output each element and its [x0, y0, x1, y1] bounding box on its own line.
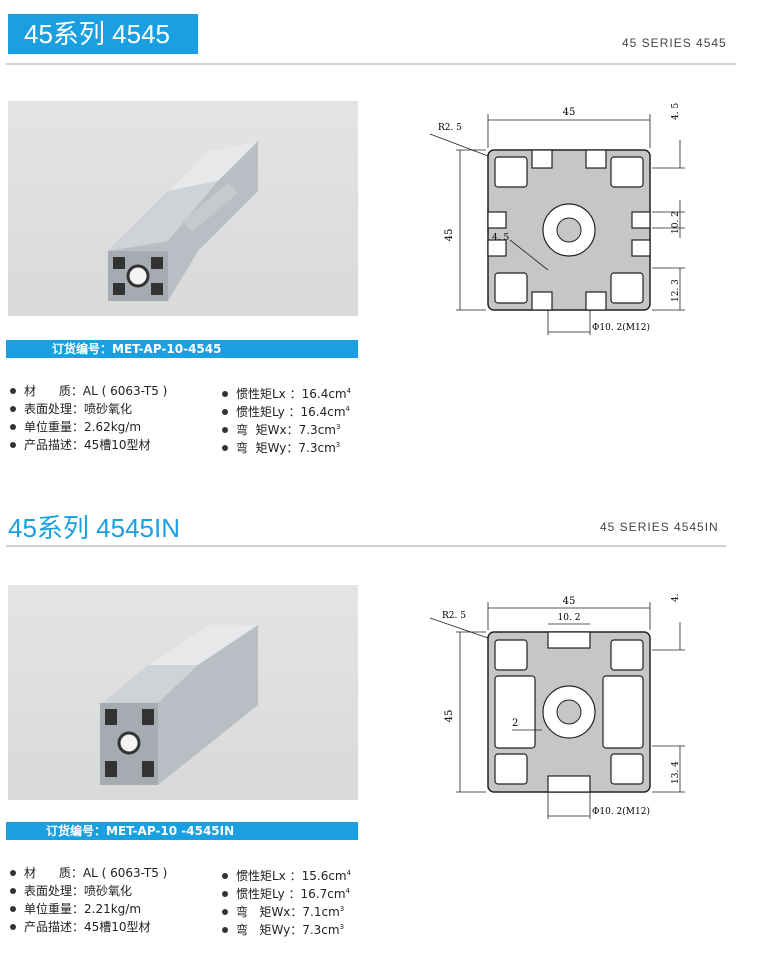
dim-height: 45 — [444, 229, 455, 242]
spec-wx: 弯 矩Wx：7.3cm3 — [222, 418, 340, 439]
section2-photo — [8, 585, 358, 800]
spec2-wx: 弯 矩Wx：7.1cm3 — [222, 900, 344, 921]
dim-slot: 10. 2 — [671, 211, 681, 234]
section2-rule — [6, 545, 726, 547]
dim2-radius: R2. 5 — [442, 611, 466, 621]
dim-inner: 4. 5 — [492, 233, 509, 243]
dim-bottom-right: 12. 3 — [671, 279, 681, 302]
dim2-hole: Φ10. 2(M12) — [592, 806, 650, 817]
dim2-inner: 2 — [512, 718, 518, 729]
dim2-width: 45 — [563, 596, 576, 607]
dim2-bottom-right: 13. 4 — [671, 761, 681, 784]
section2-series: 45 SERIES 4545IN — [600, 520, 719, 534]
spec2-surface: 表面处理：喷砂氧化 — [10, 882, 132, 900]
spec2-wy: 弯 矩Wy：7.3cm3 — [222, 918, 344, 939]
dim-radius: R2. 5 — [438, 123, 462, 133]
section1-title: 45系列 4545 — [8, 14, 198, 54]
spec-material: 材 质：AL ( 6063-T5 ) — [10, 382, 167, 400]
spec2-lx: 惯性矩Lx ：15.6cm4 — [222, 864, 351, 885]
section2-title: 45系列 4545IN — [8, 513, 180, 543]
section1-order-number: 订货编号：MET-AP-10-4545 — [6, 340, 358, 358]
spec-description: 产品描述：45槽10型材 — [10, 436, 151, 454]
section2-drawing: 45 10. 2 45 R2. 5 4. 5 2 13. 4 Φ10. 2(M1… — [429, 590, 685, 819]
profile-4545-image — [108, 141, 258, 301]
section1-photo — [8, 101, 358, 316]
spec-lx: 惯性矩Lx ：16.4cm4 — [222, 382, 351, 403]
spec-weight: 单位重量：2.62kg/m — [10, 418, 141, 436]
dim-hole: Φ10. 2(M12) — [592, 322, 650, 333]
section1-series: 45 SERIES 4545 — [622, 36, 727, 50]
dim2-slot: 10. 2 — [558, 613, 581, 623]
spec2-description: 产品描述：45槽10型材 — [10, 918, 151, 936]
section2-order-number: 订货编号：MET-AP-10 -4545IN — [6, 822, 358, 840]
dim2-top-right: 4. 5 — [671, 590, 681, 602]
dim2-height: 45 — [444, 710, 455, 723]
section1-drawing: 45 45 R2. 5 4. 5 10. 2 4. 5 12. 3 Φ10. 2… — [429, 103, 685, 335]
spec-wy: 弯 矩Wy：7.3cm3 — [222, 436, 340, 457]
spec-ly: 惯性矩Ly ：16.4cm4 — [222, 400, 350, 421]
spec2-ly: 惯性矩Ly ：16.7cm4 — [222, 882, 350, 903]
dim-width: 45 — [563, 107, 576, 118]
profile-4545in-image — [100, 625, 258, 785]
spec2-weight: 单位重量：2.21kg/m — [10, 900, 141, 918]
spec2-material: 材 质：AL ( 6063-T5 ) — [10, 864, 167, 882]
dim-top-right: 4. 5 — [671, 103, 681, 120]
spec-surface: 表面处理：喷砂氧化 — [10, 400, 132, 418]
section1-rule — [6, 63, 736, 65]
